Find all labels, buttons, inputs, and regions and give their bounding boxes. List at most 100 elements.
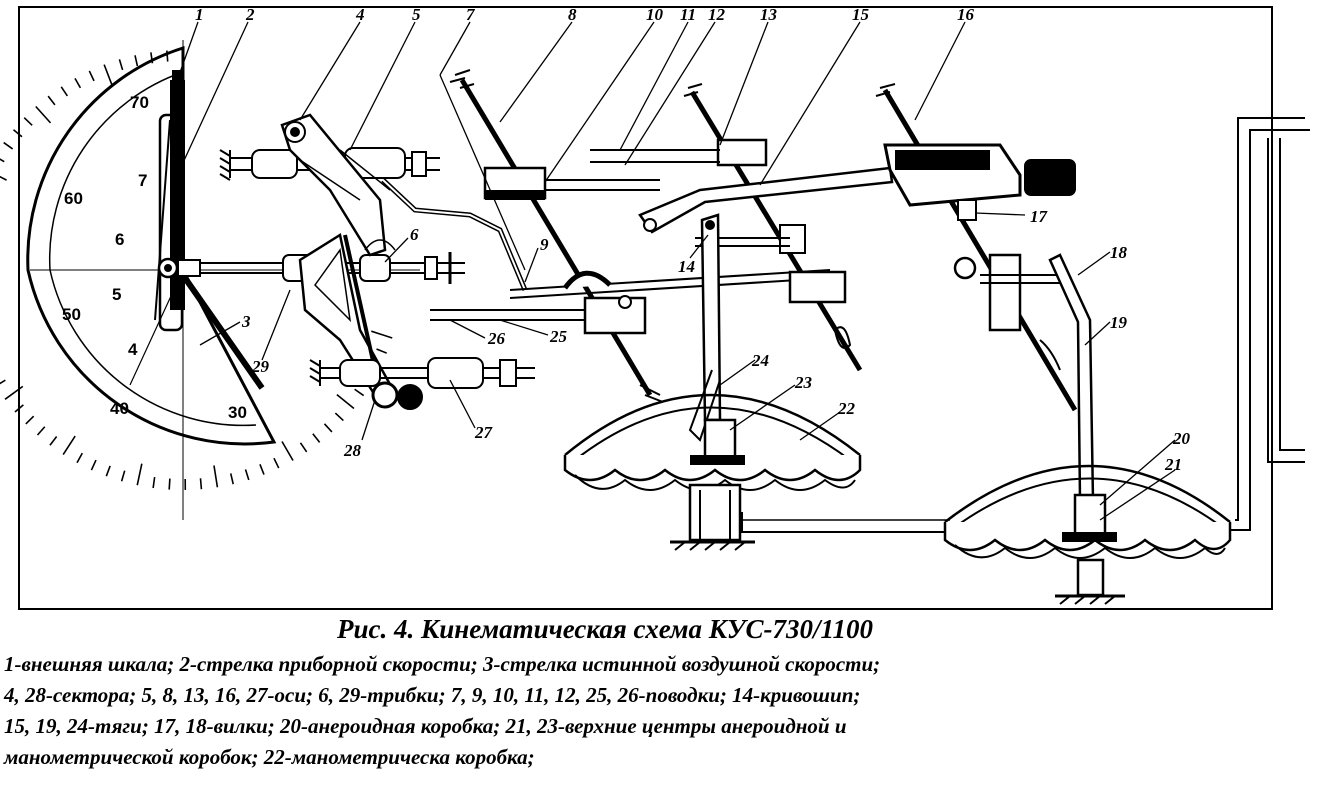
axis-13 [590, 83, 863, 372]
scale-tick [152, 476, 156, 489]
scale-tick [334, 412, 344, 422]
callout-label: 28 [343, 441, 362, 460]
callout-label: 19 [1110, 313, 1128, 332]
callout-label: 17 [1030, 207, 1049, 226]
scale-labels: 70 7 60 6 5 50 4 40 30 [62, 93, 247, 422]
callout-label: 11 [680, 5, 696, 24]
legend-line: манометрической коробок; 22-манометричес… [4, 745, 535, 769]
leader-lines [174, 21, 1176, 521]
scale-tick [259, 464, 265, 475]
fork-18 [953, 253, 1095, 502]
callout-label: 24 [751, 351, 769, 370]
scale-label: 30 [228, 403, 247, 422]
callout-label: 21 [1164, 455, 1182, 474]
scale-tick [47, 95, 56, 106]
callout-label: 29 [251, 357, 270, 376]
scale-label: 6 [115, 230, 124, 249]
callout-label: 23 [794, 373, 813, 392]
pressure-pipes [741, 117, 1310, 533]
scale-tick [49, 435, 58, 446]
figure-frame [18, 6, 1273, 610]
scale-tick [150, 52, 154, 64]
link-9 [509, 269, 831, 299]
scale-tick [0, 379, 6, 385]
callout-label: 3 [241, 312, 251, 331]
legend-line: 4, 28-сектора; 5, 8, 13, 16, 27-оси; 6, … [4, 683, 861, 707]
callout-label: 6 [410, 225, 419, 244]
scale-tick [74, 77, 82, 89]
aneroid-capsule-20 [943, 464, 1232, 605]
fork-17 [875, 83, 1078, 412]
scale-tick [120, 470, 126, 482]
scale-tick [336, 393, 355, 410]
callout-label: 27 [474, 423, 494, 442]
scale-tick [0, 175, 7, 181]
legend-line: 15, 19, 24-тяги; 17, 18-вилки; 20-анерои… [4, 714, 847, 738]
scale-tick [166, 50, 169, 62]
link-25 [430, 295, 647, 335]
axis-5 [219, 147, 440, 181]
scale-tick [60, 86, 69, 97]
manometric-capsule-22 [563, 393, 862, 551]
callout-label: 18 [1110, 243, 1128, 262]
callout-label: 15 [852, 5, 870, 24]
scale-tick [134, 55, 139, 67]
scale-label: 7 [138, 171, 147, 190]
callout-labels: 1 2 3 4 5 6 7 8 9 10 11 12 13 14 15 16 1… [195, 5, 1191, 474]
rod-15 [638, 166, 894, 234]
sector-28 [298, 232, 423, 410]
callout-label: 22 [837, 399, 856, 418]
scale-tick [4, 385, 24, 400]
scale-tick [105, 465, 111, 477]
scale-tick [0, 158, 5, 163]
callout-label: 12 [708, 5, 726, 24]
callout-label: 2 [245, 5, 255, 24]
figure-title: Рис. 4. Кинематическая схема КУС-730/110… [336, 614, 874, 644]
scale-tick [35, 105, 52, 124]
scale-tick [88, 70, 95, 82]
scale-tick [62, 435, 76, 455]
scale-tick [199, 478, 203, 490]
scale-tick [312, 433, 321, 443]
callout-label: 16 [957, 5, 975, 24]
scale-tick [90, 459, 97, 471]
callout-label: 8 [568, 5, 577, 24]
scale-tick [136, 463, 143, 486]
callout-label: 26 [487, 329, 506, 348]
crank-14 [688, 213, 790, 442]
scale-tick [76, 452, 84, 464]
scale-label: 4 [128, 340, 138, 359]
axis-8 [449, 69, 664, 403]
axis-27 [309, 357, 535, 389]
callout-label: 9 [540, 235, 549, 254]
outer-scale [0, 40, 420, 520]
scale-tick [323, 423, 333, 433]
legend-line: 1-внешняя шкала; 2-стрелка приборной ско… [4, 652, 881, 676]
kinematic-diagram: 70 7 60 6 5 50 4 40 30 1 2 3 4 5 6 7 8 9… [0, 5, 1310, 605]
scale-label: 5 [112, 285, 121, 304]
scale-tick [273, 457, 280, 469]
scale-tick [244, 469, 250, 481]
callout-label: 5 [412, 5, 421, 24]
callout-label: 14 [678, 257, 695, 276]
callout-label: 10 [646, 5, 664, 24]
scale-tick [168, 478, 171, 490]
scale-tick [3, 141, 14, 150]
scale-tick [12, 129, 23, 138]
indicated-airspeed-needle [154, 70, 185, 332]
callout-label: 1 [195, 5, 204, 24]
scale-label: 70 [130, 93, 149, 112]
scale-tick [103, 64, 113, 86]
scale-tick [299, 442, 308, 453]
true-airspeed-needle [129, 266, 265, 390]
callout-label: 25 [549, 327, 568, 346]
scale-tick [354, 388, 365, 397]
scale-tick [376, 348, 387, 354]
scale-tick [25, 415, 35, 425]
callout-label: 7 [466, 5, 476, 24]
callout-label: 13 [760, 5, 778, 24]
callout-label: 4 [355, 5, 365, 24]
scale-tick [371, 330, 393, 339]
scale-tick [36, 426, 46, 436]
scale-tick [23, 117, 33, 126]
